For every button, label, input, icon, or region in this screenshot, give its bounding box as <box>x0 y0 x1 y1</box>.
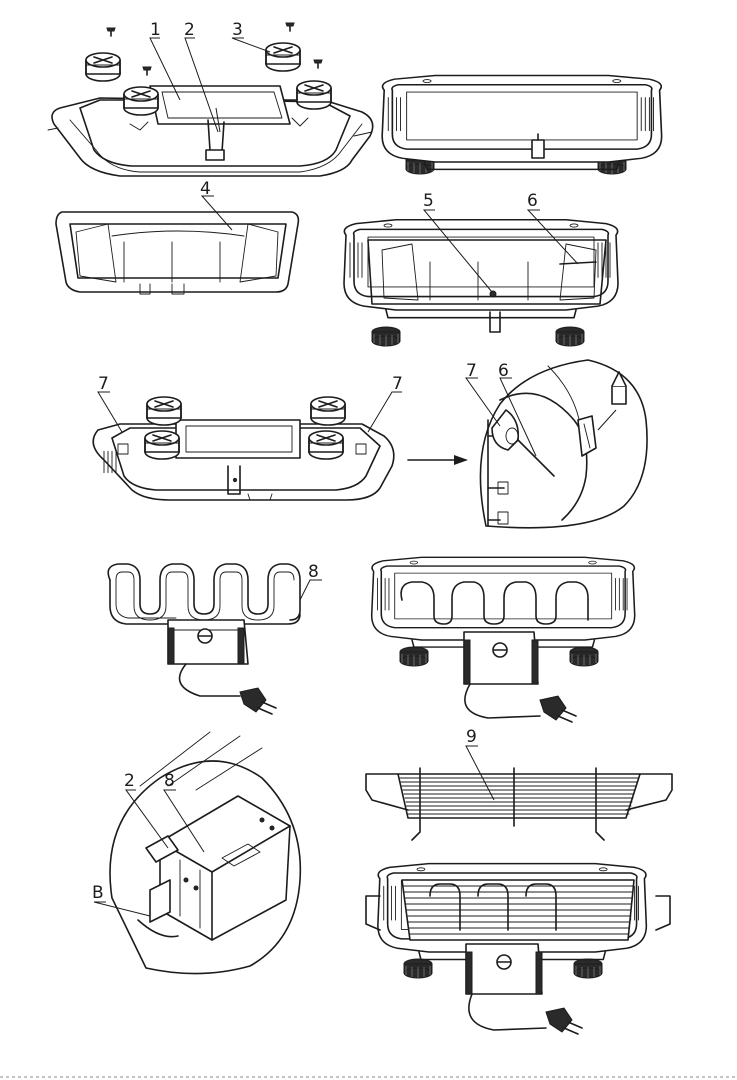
label-4: 4 <box>200 179 211 199</box>
heating-element-with-control <box>108 564 300 714</box>
base-underside-screws <box>93 397 394 500</box>
water-tray <box>56 212 298 294</box>
base-with-heating-element <box>372 557 635 722</box>
label-5: 5 <box>423 191 434 211</box>
control-box-detail-zoom <box>110 732 300 974</box>
label-3: 3 <box>232 20 243 40</box>
base-with-water-tray <box>344 220 618 346</box>
label-8: 8 <box>308 562 319 582</box>
callout-7-right: 7 <box>368 374 403 432</box>
callout-8: 8 <box>300 562 322 600</box>
label-9: 9 <box>466 727 477 747</box>
label-7-detail: 7 <box>466 361 477 381</box>
label-6-detail: 6 <box>498 361 509 381</box>
label-7-right: 7 <box>392 374 403 394</box>
grill-rack <box>366 768 672 840</box>
label-8-detail: 8 <box>164 771 175 791</box>
callout-7-left: 7 <box>98 374 122 432</box>
callout-3: 3 <box>232 20 270 52</box>
label-1: 1 <box>150 20 161 40</box>
assembled-grill <box>366 864 670 1034</box>
label-6: 6 <box>527 191 538 211</box>
direction-arrow <box>408 455 468 465</box>
label-2: 2 <box>184 20 195 40</box>
label-7-left: 7 <box>98 374 109 394</box>
base-upright-on-feet <box>382 76 661 174</box>
base-underside-with-feet <box>48 23 373 176</box>
screw-detail-zoom <box>480 360 647 528</box>
label-B: B <box>92 883 104 903</box>
label-2-detail: 2 <box>124 771 135 791</box>
